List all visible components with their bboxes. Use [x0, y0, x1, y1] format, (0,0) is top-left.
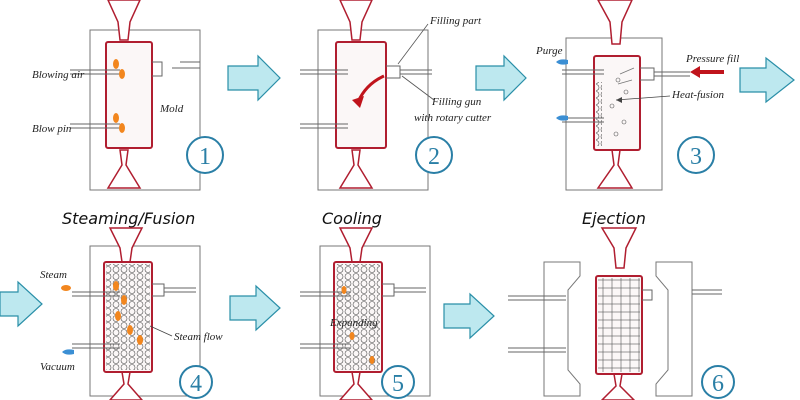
bottom-nozzle-icon	[600, 373, 636, 400]
flow-arrow-icon	[443, 292, 495, 340]
bead-fill	[336, 264, 380, 370]
step-badge	[186, 136, 224, 174]
label-purge: Purge	[535, 45, 563, 57]
step-badge	[179, 365, 213, 399]
label-vacuum: Vacuum	[40, 361, 75, 373]
step-badge	[701, 365, 735, 399]
fused-layer	[596, 82, 602, 146]
label-heat-fusion: Heat-fusion	[671, 89, 724, 101]
step-1: Blowing air Mold Blow pin 1	[32, 0, 224, 191]
feed-hopper-icon	[597, 0, 633, 45]
step-number: 2	[428, 144, 440, 170]
label-rotary-cutter: with rotary cutter	[414, 112, 492, 124]
step-6: Ejection 6	[508, 209, 735, 400]
step-badge	[381, 365, 415, 399]
step-number: 5	[392, 371, 404, 397]
flow-arrow-icon	[739, 56, 795, 104]
flame-icon	[113, 59, 125, 133]
flow-arrow-icon	[475, 54, 527, 102]
feed-hopper-icon	[600, 227, 638, 269]
step-number: 3	[690, 144, 702, 170]
feed-hopper-icon	[339, 0, 373, 41]
mold-half-right	[655, 261, 693, 397]
flow-arrow-icon	[229, 284, 281, 332]
label-filling-gun: Filling gun	[431, 96, 482, 108]
step-number: 6	[712, 371, 724, 397]
flame-icon	[341, 286, 375, 364]
bottom-nozzle-icon	[338, 149, 374, 189]
bead-particles	[609, 67, 635, 137]
fused-block	[598, 278, 640, 372]
flow-arrow-icon	[227, 54, 281, 102]
bead-fill	[106, 264, 150, 370]
label-expanding: Expanding	[329, 317, 378, 329]
step-badge	[677, 136, 715, 174]
flow-arrow-icon	[0, 280, 43, 328]
feed-hopper-icon	[107, 0, 141, 41]
filling-gun	[400, 69, 432, 75]
step-5: Cooling Expanding 5	[300, 209, 431, 400]
label-steam-flow: Steam flow	[174, 331, 223, 343]
mold-half-left	[543, 261, 581, 397]
step-badge	[415, 136, 453, 174]
pressure-arrow-icon	[690, 66, 724, 78]
side-port	[152, 61, 163, 77]
bottom-nozzle-icon	[106, 149, 142, 189]
step-4: Steaming/Fusion Steam Steam flow Vacuum …	[40, 209, 223, 400]
step-3: Purge Pressure fill Heat-fusion 3	[535, 0, 739, 191]
mold-cavity	[105, 41, 153, 149]
purge-drop-icon	[556, 59, 568, 121]
step-number: 4	[190, 371, 202, 397]
label-blowing-air: Blowing air	[32, 69, 85, 81]
label-mold: Mold	[159, 103, 184, 115]
label-pressure-fill: Pressure fill	[685, 53, 739, 65]
label-filling-part: Filling part	[429, 15, 482, 27]
mold-cavity	[593, 55, 641, 151]
step-2: Filling part Filling gun with rotary cut…	[300, 0, 492, 191]
label-blow-pin: Blow pin	[32, 123, 72, 135]
step-title: Cooling	[322, 209, 382, 228]
purge-drop-icon	[62, 349, 74, 355]
step-number: 1	[199, 144, 211, 170]
label-steam: Steam	[40, 269, 67, 281]
step-title: Steaming/Fusion	[62, 209, 195, 228]
flame-icon	[61, 281, 143, 345]
step-title: Ejection	[582, 209, 646, 228]
